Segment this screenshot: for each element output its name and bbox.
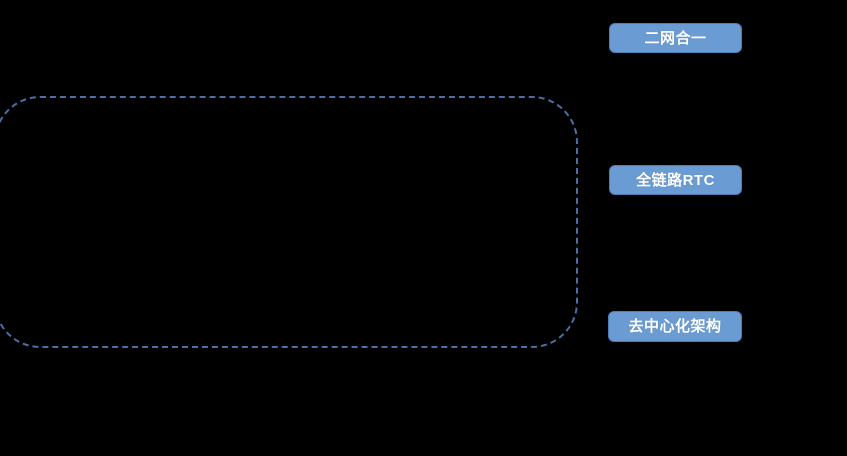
tag-item-1-label: 二网合一 <box>644 29 707 47</box>
dashed-group-boundary <box>0 96 578 348</box>
tag-item-3-label: 去中心化架构 <box>628 318 722 335</box>
tag-item-3[interactable]: 去中心化架构 <box>608 311 742 342</box>
tag-item-1[interactable]: 二网合一 <box>609 23 742 53</box>
tag-item-2-label: 全链路RTC <box>636 171 715 189</box>
tag-item-2[interactable]: 全链路RTC <box>609 165 742 195</box>
